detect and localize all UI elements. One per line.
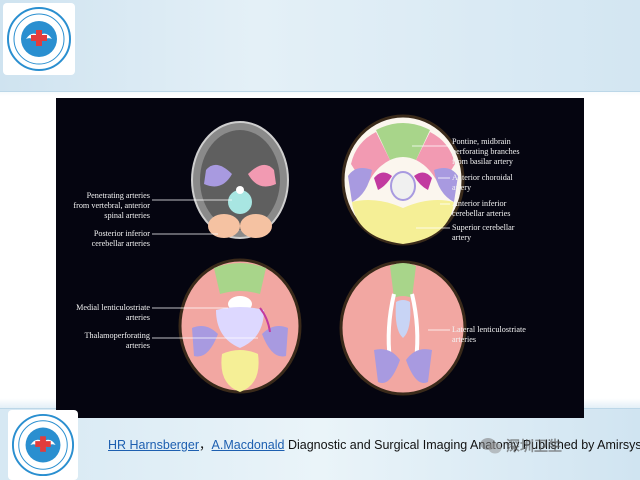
panel-posterior-fossa: [191, 121, 289, 239]
header-band: [0, 0, 640, 92]
label-ant-choroidal-1: Anterior choroidal: [452, 173, 513, 182]
hospital-logo-top: [3, 3, 75, 75]
label-pontine-1: Pontine, midbrain: [452, 137, 511, 146]
label-aica-1: Anterior inferior: [452, 199, 507, 208]
label-pontine-2: perforating branches: [452, 147, 520, 156]
label-ant-choroidal-2: artery: [452, 183, 472, 192]
label-lateral-lenticulo-1: Lateral lenticulostriate: [452, 325, 526, 334]
source-caption: HR Harnsberger，A.Macdonald Diagnostic an…: [108, 434, 640, 453]
wechat-icon: [480, 438, 502, 454]
label-penetrating-3: spinal arteries: [104, 211, 150, 220]
label-penetrating-2: from vertebral, anterior: [73, 201, 150, 210]
wechat-watermark: 深圳卫生: [480, 436, 562, 456]
hospital-logo-bottom: [8, 410, 78, 480]
author-link-macdonald[interactable]: A.Macdonald: [211, 438, 285, 452]
caption-separator: ，: [199, 438, 212, 452]
label-thalamo-1: Thalamoperforating: [85, 331, 150, 340]
panel-basal-ganglia-level: [339, 260, 467, 396]
hospital-emblem-icon: [11, 413, 75, 477]
label-thalamo-2: arteries: [126, 341, 150, 350]
label-sca-2: artery: [452, 233, 472, 242]
label-aica-2: cerebellar arteries: [452, 209, 510, 218]
watermark-text: 深圳卫生: [506, 438, 562, 454]
label-sca-1: Superior cerebellar: [452, 223, 515, 232]
label-pontine-3: from basilar artery: [452, 157, 514, 166]
label-penetrating-1: Penetrating arteries: [87, 191, 150, 200]
caption-text: Diagnostic and Surgical Imaging Anatomy …: [284, 438, 640, 452]
leader-lines: [152, 145, 450, 339]
author-link-harnsberger[interactable]: HR Harnsberger: [108, 438, 200, 452]
footer-band: [0, 408, 640, 480]
panel-thalamus-level: [178, 258, 302, 394]
label-pica-1: Posterior inferior: [94, 229, 150, 238]
panel-pons-level: [341, 114, 465, 246]
label-medial-lenticulo-2: arteries: [126, 313, 150, 322]
label-lateral-lenticulo-2: arteries: [452, 335, 476, 344]
label-pica-2: cerebellar arteries: [92, 239, 150, 248]
hospital-emblem-icon: [7, 7, 71, 71]
label-medial-lenticulo-1: Medial lenticulostriate: [76, 303, 150, 312]
brain-vascular-territory-figure: Penetrating arteries from vertebral, ant…: [56, 98, 584, 418]
